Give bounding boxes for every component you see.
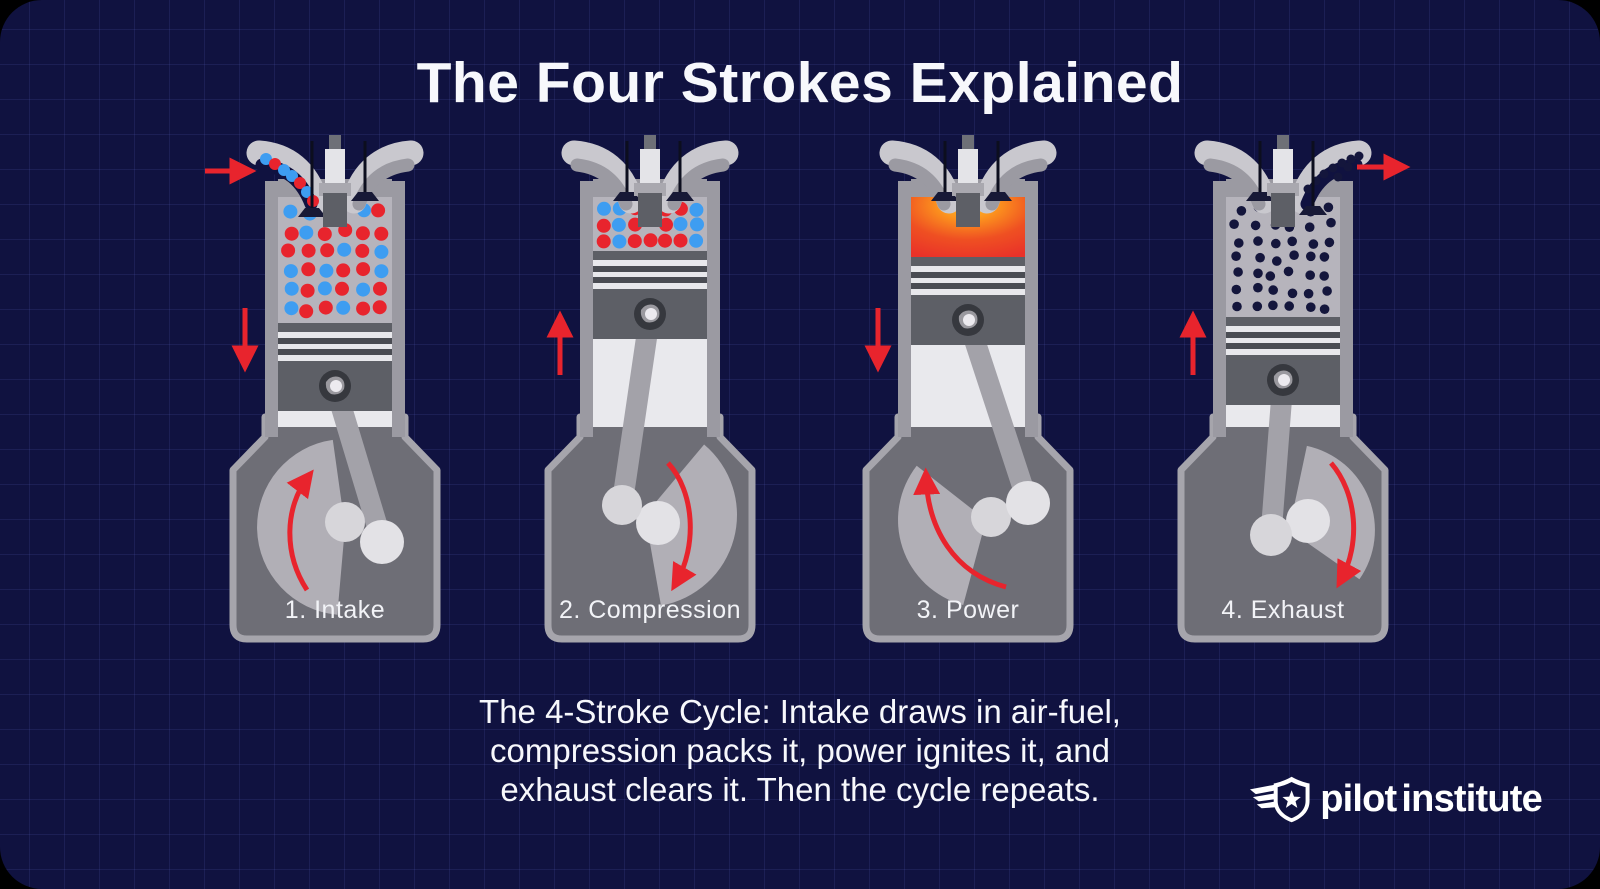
crank-rotation-arrow-icon	[286, 469, 314, 592]
crankshaft	[898, 309, 1050, 605]
engine-intake: 1. Intake	[195, 125, 475, 655]
wrist-pin	[952, 304, 984, 336]
brand-word-pilot: pilot	[1320, 777, 1397, 820]
engine-diagram-compression	[544, 135, 756, 643]
engine-diagram-mount	[510, 125, 790, 655]
exhaust-valve	[1299, 141, 1327, 215]
caption-line-3: exhaust clears it. Then the cycle repeat…	[500, 771, 1100, 808]
intake-flow-dots	[260, 153, 319, 207]
intake-valve	[298, 141, 326, 217]
spark-plug-icon	[319, 135, 351, 227]
connecting-rod	[1260, 369, 1294, 546]
piston	[1226, 317, 1340, 405]
engine-diagram-exhaust	[1177, 135, 1411, 643]
engine-diagram-mount	[1143, 125, 1423, 655]
stroke-label-compression: 2. Compression	[558, 596, 742, 624]
wrist-pin	[319, 370, 351, 402]
spark-plug-icon	[634, 135, 666, 227]
connecting-rod	[611, 303, 661, 516]
exhaust-valve	[666, 141, 694, 201]
engine-diagram-power	[862, 135, 1074, 643]
piston	[278, 323, 392, 411]
page-title: The Four Strokes Explained	[416, 51, 1184, 115]
wrist-pin	[634, 298, 666, 330]
connecting-rod	[324, 375, 393, 553]
engine-power: 3. Power	[828, 125, 1108, 655]
stroke-label-power: 3. Power	[916, 596, 1020, 624]
connecting-rod	[957, 309, 1039, 514]
piston	[911, 257, 1025, 345]
caption-block: The 4-Stroke Cycle: Intake draws in air-…	[0, 692, 1600, 809]
piston	[593, 251, 707, 339]
stroke-label-intake: 1. Intake	[284, 596, 386, 624]
crankshaft	[602, 303, 737, 606]
crank-rotation-arrow-icon	[1329, 461, 1362, 589]
exhaust-valve	[984, 141, 1012, 201]
crankshaft	[257, 375, 404, 615]
engine-diagram-mount	[195, 125, 475, 655]
engine-diagram-intake	[205, 135, 441, 643]
winged-shield-star-icon	[1250, 776, 1310, 823]
engine-compression: 2. Compression	[510, 125, 790, 655]
spark-plug-icon	[952, 135, 984, 227]
spark-plug-icon	[1267, 135, 1299, 227]
engine-exhaust: 4. Exhaust	[1143, 125, 1423, 655]
exhaust-valve	[351, 141, 379, 201]
brand-word-institute: institute	[1401, 777, 1542, 820]
engine-diagram-mount	[828, 125, 1108, 655]
combustion-chamber-content	[593, 197, 707, 251]
wrist-pin	[1267, 364, 1299, 396]
crank-rotation-arrow-icon	[913, 467, 1007, 590]
crank-rotation-arrow-icon	[666, 461, 697, 592]
exhaust-flow-dots	[1303, 151, 1364, 194]
stroke-label-exhaust: 4. Exhaust	[1221, 596, 1345, 624]
caption-line-2: compression packs it, power ignites it, …	[490, 732, 1110, 769]
crankshaft	[1250, 369, 1375, 589]
caption-line-1: The 4-Stroke Cycle: Intake draws in air-…	[479, 693, 1121, 730]
